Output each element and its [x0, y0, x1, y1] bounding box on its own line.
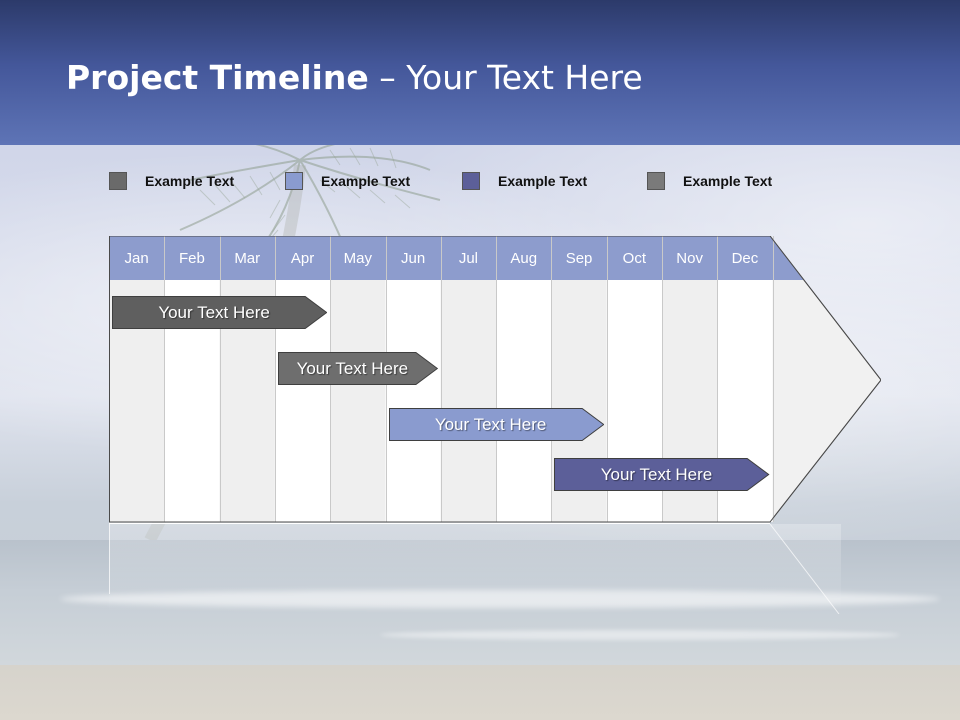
- task-bar[interactable]: Your Text Here: [388, 408, 604, 441]
- legend-swatch: [285, 172, 303, 190]
- timeline-chart: Jan Feb Mar Apr May Jun Jul Aug Sep Oct Nov Dec You…: [109, 236, 881, 524]
- background-wave: [60, 590, 940, 608]
- month-column: [330, 280, 386, 522]
- month-label-sep: Sep: [565, 249, 593, 267]
- background-sand: [0, 665, 960, 720]
- month-column: [440, 280, 497, 522]
- month-label-mar: Mar: [234, 249, 261, 267]
- background-wave: [380, 630, 900, 640]
- task-bar[interactable]: Your Text Here: [554, 458, 770, 491]
- task-arrow-shape: [388, 408, 604, 441]
- timeline-outline: [109, 236, 881, 523]
- task-label: Your Text Here: [296, 358, 409, 378]
- legend-swatch: [647, 172, 665, 190]
- task-arrow-fill: [554, 458, 770, 491]
- legend-label: Example Text: [498, 173, 588, 189]
- task-arrow-shape: [277, 352, 438, 385]
- task-bar[interactable]: Your Text Here: [277, 352, 438, 385]
- month-label-aug: Aug: [510, 249, 538, 267]
- legend-swatch: [109, 172, 127, 190]
- timeline-reflection: [109, 524, 841, 614]
- task-arrow-shape: [112, 296, 328, 329]
- month-label-oct: Oct: [622, 249, 646, 267]
- month-label-may: May: [343, 249, 372, 267]
- reflection-lines: [109, 524, 840, 614]
- month-label-nov: Nov: [676, 249, 703, 267]
- legend-label: Example Text: [145, 173, 235, 189]
- title-rest-part: – Your Text Here: [368, 58, 643, 97]
- task-arrow-fill: [112, 296, 328, 329]
- task-label: Your Text Here: [434, 414, 547, 434]
- task-arrow-fill: [277, 352, 438, 385]
- month-label-feb: Feb: [179, 249, 205, 267]
- month-column: [385, 280, 441, 522]
- title-banner: Project Timeline – Your Text Here: [0, 0, 960, 145]
- page-title: Project Timeline – Your Text Here: [66, 58, 643, 97]
- task-bar[interactable]: Your Text Here: [112, 296, 328, 329]
- title-bold-part: Project Timeline: [66, 58, 369, 97]
- legend-item: Example Text: [109, 170, 234, 192]
- legend-label: Example Text: [321, 173, 411, 189]
- legend-item: Example Text: [285, 170, 410, 192]
- legend-swatch: [462, 172, 480, 190]
- month-header-bar: [109, 236, 804, 280]
- month-label-apr: Apr: [290, 249, 315, 267]
- task-arrow-shape: [554, 458, 770, 491]
- month-label-jan: Jan: [124, 249, 149, 267]
- legend-item: Example Text: [462, 170, 587, 192]
- task-arrow-fill: [388, 408, 604, 441]
- legend-item: Example Text: [647, 170, 772, 192]
- task-label: Your Text Here: [600, 464, 713, 484]
- month-label-jun: Jun: [401, 249, 426, 267]
- month-column: [496, 280, 552, 522]
- month-label-jul: Jul: [458, 249, 479, 267]
- month-label-dec: Dec: [731, 249, 759, 267]
- task-label: Your Text Here: [158, 302, 270, 322]
- legend-label: Example Text: [683, 173, 773, 189]
